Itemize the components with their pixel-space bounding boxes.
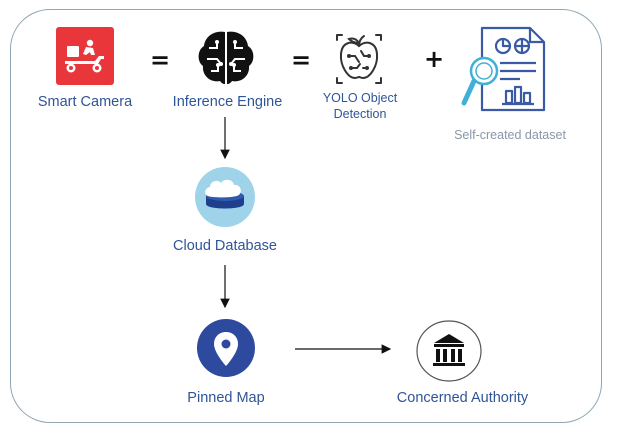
concerned-authority-node	[416, 320, 482, 382]
yolo-label-line2: Detection	[333, 107, 387, 121]
yolo-label-line1: YOLO Object	[322, 91, 398, 105]
brain-icon	[198, 31, 254, 84]
yolo-label: YOLO Object Detection	[310, 90, 410, 122]
concerned-authority-label: Concerned Authority	[396, 390, 529, 406]
equals-operator-2: =	[291, 46, 312, 74]
pinned-map-node	[196, 318, 256, 378]
smart-camera-label: Smart Camera	[37, 94, 133, 110]
government-building-icon	[416, 320, 482, 382]
yolo-node	[334, 32, 384, 86]
map-pin-icon	[197, 319, 255, 377]
apple-circuit-icon	[336, 34, 382, 84]
cloud-database-node	[194, 166, 256, 228]
diagram-frame	[10, 9, 602, 423]
plus-operator: +	[424, 45, 445, 73]
equals-operator-1: =	[150, 46, 171, 74]
dataset-node	[458, 25, 552, 117]
delivery-scooter-icon	[56, 27, 114, 85]
smart-camera-node	[55, 26, 115, 86]
cloud-database-icon	[195, 167, 255, 227]
cloud-database-label: Cloud Database	[173, 238, 277, 254]
inference-engine-label: Inference Engine	[172, 94, 283, 110]
inference-engine-node	[193, 26, 259, 90]
report-magnifier-icon	[461, 26, 546, 112]
pinned-map-label: Pinned Map	[187, 390, 265, 406]
dataset-label: Self-created dataset	[454, 128, 566, 142]
